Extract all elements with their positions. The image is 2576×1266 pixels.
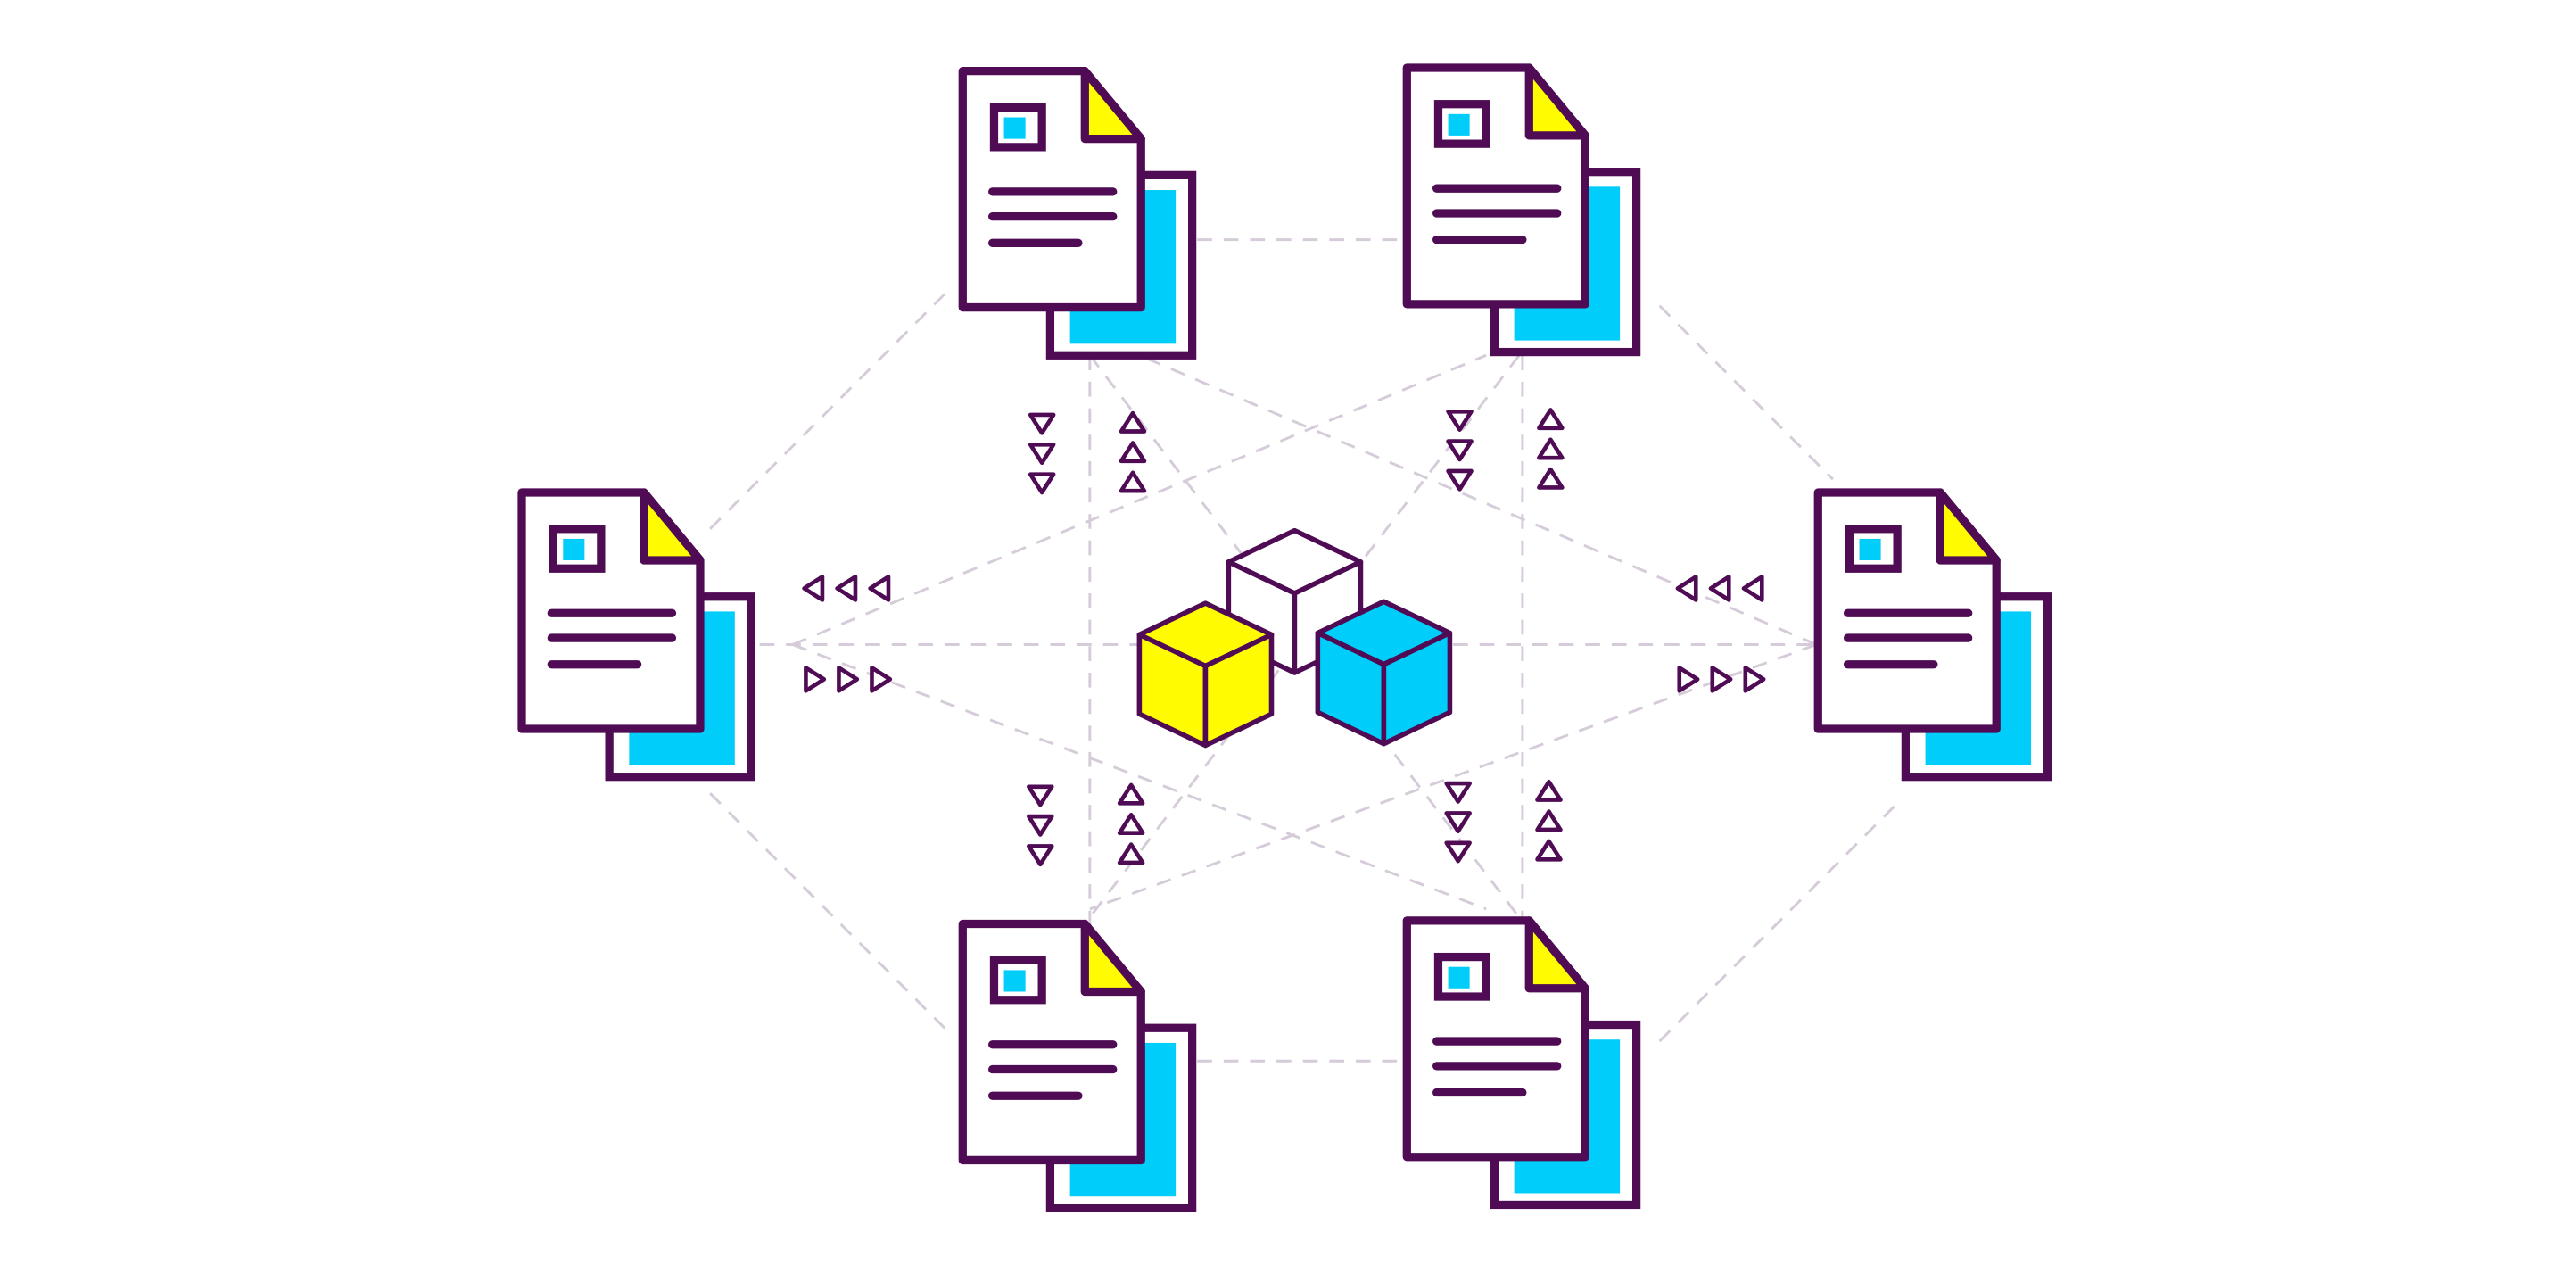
arrow-right-icon (837, 666, 860, 693)
arrow-down-icon (1027, 814, 1054, 837)
arrow-group-bottom-left-up (1117, 782, 1145, 865)
arrow-up-icon (1535, 839, 1563, 862)
document-copy-icon (1402, 916, 1641, 1210)
arrow-up-icon (1537, 467, 1565, 490)
arrow-right-icon (1677, 666, 1700, 693)
arrow-up-icon (1117, 812, 1145, 835)
arrow-group-top-left-down (1028, 412, 1056, 495)
arrow-up-icon (1537, 437, 1565, 460)
arrow-up-icon (1117, 842, 1145, 865)
arrow-group-bottom-right-up (1535, 779, 1563, 862)
cyan-cube-icon (1315, 599, 1453, 747)
arrow-up-icon (1535, 779, 1563, 802)
yellow-cube-icon (1136, 600, 1275, 749)
arrow-group-right-in (1675, 575, 1764, 602)
folded-corner (1080, 919, 1145, 997)
connection-line (792, 643, 1487, 911)
arrow-right-icon (1710, 666, 1733, 693)
arrow-up-icon (1537, 408, 1565, 431)
arrow-right-icon (870, 666, 893, 693)
folded-corner (1524, 63, 1589, 140)
document-nodes (517, 63, 2052, 1212)
three-cubes-icon (1136, 527, 1453, 749)
image-box-fill (1448, 966, 1470, 989)
connection-line (709, 792, 951, 1034)
image-box (989, 103, 1046, 152)
folded-corner (1524, 916, 1589, 993)
arrow-left-icon (835, 575, 858, 602)
arrow-down-icon (1028, 472, 1056, 495)
image-box-fill (1859, 538, 1881, 560)
image-box-fill (1003, 117, 1026, 139)
connection-line (792, 353, 1487, 646)
folded-corner (640, 488, 705, 565)
arrow-down-icon (1027, 784, 1054, 807)
arrow-up-icon (1119, 441, 1147, 464)
connection-line (1089, 643, 1817, 911)
arrow-group-left-out (804, 666, 893, 693)
arrow-up-icon (1119, 410, 1147, 434)
arrow-up-icon (1117, 782, 1145, 806)
connection-line (1658, 800, 1901, 1043)
arrow-left-icon (868, 575, 891, 602)
connection-line (709, 288, 951, 530)
arrow-group-right-out (1677, 666, 1766, 693)
arrow-group-bottom-right-down (1444, 781, 1472, 864)
folded-corner (1936, 488, 2001, 565)
arrow-group-left-in (802, 575, 891, 602)
arrow-down-icon (1446, 409, 1474, 432)
arrow-down-icon (1444, 840, 1472, 864)
arrow-down-icon (1028, 443, 1056, 466)
document-copy-icon (958, 67, 1197, 360)
arrow-down-icon (1446, 439, 1474, 462)
arrow-left-icon (1741, 575, 1764, 602)
connection-line (1658, 304, 1834, 481)
arrow-left-icon (1675, 575, 1698, 602)
image-box-fill (563, 538, 585, 560)
arrow-down-icon (1027, 844, 1054, 867)
document-copy-icon (1402, 63, 1641, 357)
document-copy-icon (1813, 488, 2052, 782)
arrow-group-top-right-down (1446, 409, 1474, 492)
arrow-left-icon (802, 575, 825, 602)
image-box-fill (1448, 113, 1470, 136)
arrow-up-icon (1535, 809, 1563, 832)
folded-corner (1080, 67, 1145, 144)
arrow-up-icon (1119, 470, 1147, 493)
arrow-down-icon (1444, 781, 1472, 804)
arrow-group-top-left-up (1119, 410, 1147, 493)
arrow-left-icon (1708, 575, 1731, 602)
arrow-right-icon (1743, 666, 1766, 693)
arrow-right-icon (804, 666, 827, 693)
arrow-down-icon (1028, 412, 1056, 435)
arrow-group-bottom-left-down (1027, 784, 1054, 867)
arrow-group-top-right-up (1537, 408, 1565, 490)
document-copy-icon (517, 488, 755, 782)
arrow-down-icon (1446, 468, 1474, 492)
arrow-down-icon (1444, 811, 1472, 834)
connection-line (1138, 353, 1817, 646)
document-copy-icon (958, 919, 1197, 1212)
image-box-fill (1003, 970, 1026, 992)
arrow-groups (802, 408, 1766, 867)
